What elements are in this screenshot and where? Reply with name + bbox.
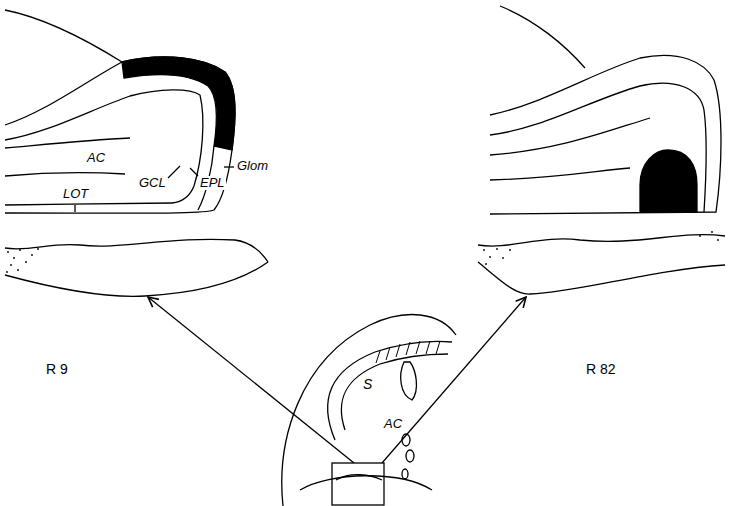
commissure — [406, 450, 414, 462]
brain-outline — [500, 6, 585, 68]
layer-label: GCL — [138, 176, 167, 190]
pointer-arrow — [148, 297, 354, 463]
layer-label: LOT — [62, 187, 89, 201]
inset-box — [332, 463, 384, 505]
striatum-border — [328, 341, 452, 440]
section-outline — [5, 262, 268, 296]
left-bulb — [5, 10, 268, 296]
layer-line — [5, 203, 172, 205]
bulb-outline — [490, 55, 721, 214]
case-label: R 9 — [45, 362, 69, 377]
region-label: AC — [383, 417, 403, 431]
stipple — [6, 231, 719, 273]
layer-label: AC — [86, 151, 106, 165]
leader-line — [224, 166, 234, 167]
layer-line — [5, 90, 200, 140]
lesion-region — [640, 150, 697, 212]
lesion-region — [122, 57, 235, 150]
layer-label: Glom — [236, 159, 269, 173]
case-label: R 82 — [585, 362, 617, 377]
layer-line — [5, 173, 125, 176]
brain-outline — [5, 10, 122, 62]
brain-section — [148, 297, 526, 506]
hatching — [376, 341, 440, 363]
section-outline — [478, 262, 725, 294]
section-outline — [282, 315, 456, 506]
right-bulb — [478, 6, 725, 294]
leader-line — [74, 205, 75, 212]
layer-label: EPL — [199, 176, 226, 190]
pointer-arrow — [382, 297, 526, 463]
commissure — [402, 469, 408, 479]
layer-line — [490, 83, 706, 212]
section-outline — [336, 475, 382, 480]
section-outline — [300, 476, 432, 490]
ventricle — [401, 362, 417, 400]
layer-line — [490, 168, 630, 180]
section-outline — [5, 239, 268, 262]
region-label: S — [362, 377, 373, 392]
layer-line — [5, 138, 130, 148]
leader-line — [168, 166, 180, 178]
section-outline — [478, 235, 725, 246]
layer-line — [490, 118, 650, 155]
bulb-outline — [5, 57, 235, 213]
leader-line — [190, 168, 198, 176]
